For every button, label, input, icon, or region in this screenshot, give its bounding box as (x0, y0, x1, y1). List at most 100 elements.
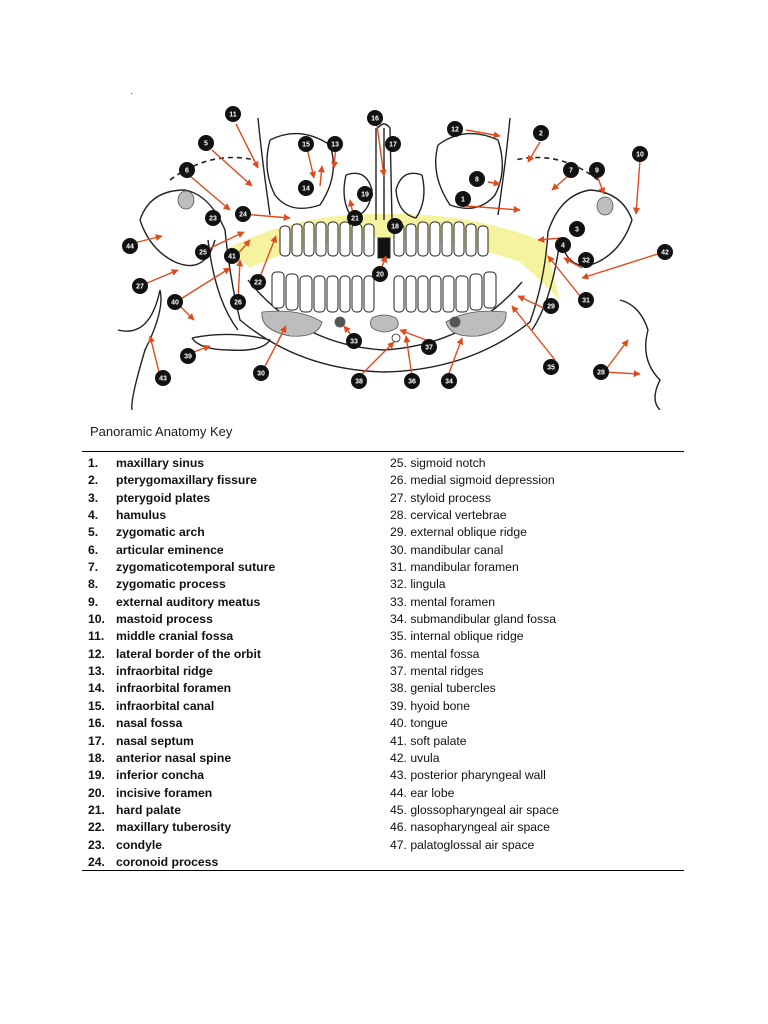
key-item: 24.coronoid process (88, 854, 275, 871)
key-item-label: hamulus (116, 508, 167, 523)
diagram-marker: 9 (589, 162, 605, 178)
diagram-marker-number: 27 (136, 284, 144, 291)
key-item-number: 23. (88, 837, 105, 852)
key-item-number: 15. (88, 698, 105, 713)
diagram-marker-number: 34 (445, 379, 453, 386)
key-item-label: glossopharyngeal air space (410, 802, 559, 817)
key-item-label: hard palate (116, 802, 182, 817)
key-item-number: 45. (390, 802, 407, 817)
diagram-marker-number: 17 (389, 142, 397, 149)
diagram-marker-circle (179, 162, 195, 178)
diagram-marker-circle (589, 162, 605, 178)
diagram-marker-circle (657, 244, 673, 260)
diagram-marker: 42 (657, 244, 673, 260)
key-item-label: internal oblique ridge (410, 629, 524, 644)
diagram-marker-circle (469, 171, 485, 187)
key-item-number: 16. (88, 716, 105, 731)
diagram-marker: 43 (155, 370, 171, 386)
diagram-marker-number: 33 (350, 339, 358, 346)
bone-outlines (117, 117, 661, 410)
key-item: 45. glossopharyngeal air space (390, 802, 559, 819)
diagram-marker: 12 (447, 121, 463, 137)
diagram-marker: 18 (387, 218, 403, 234)
key-item: 39. hyoid bone (390, 698, 559, 715)
key-item: 1.maxillary sinus (88, 455, 275, 472)
diagram-marker-number: 15 (302, 142, 310, 149)
key-item-number: 35. (390, 629, 407, 644)
diagram-marker-circle (180, 348, 196, 364)
diagram-marker: 30 (253, 365, 269, 381)
diagram-marker-number: 36 (408, 379, 416, 386)
key-item-label: lingula (410, 577, 446, 592)
key-item-number: 8. (88, 577, 99, 592)
key-top-rule (82, 451, 684, 452)
key-item-label: uvula (410, 750, 440, 765)
panoramic-radiograph-diagram: 1234567891011121314151617181920212223242… (117, 88, 673, 410)
diagram-marker-number: 4 (561, 243, 565, 250)
key-item-number: 18. (88, 750, 105, 765)
key-item-label: middle cranial fossa (116, 629, 234, 644)
key-item-number: 39. (390, 698, 407, 713)
diagram-marker-circle (387, 218, 403, 234)
diagram-marker-number: 25 (199, 250, 207, 257)
diagram-marker: 2 (533, 125, 549, 141)
diagram-marker-number: 12 (451, 127, 459, 134)
key-item: 4.hamulus (88, 507, 275, 524)
diagram-marker: 1 (455, 191, 471, 207)
key-item: 44. ear lobe (390, 785, 559, 802)
key-item: 2.pterygomaxillary fissure (88, 472, 275, 489)
key-item: 37. mental ridges (390, 663, 559, 680)
diagram-marker-number: 32 (582, 258, 590, 265)
diagram-marker: 6 (179, 162, 195, 178)
diagram-marker: 34 (441, 373, 457, 389)
key-item: 29. external oblique ridge (390, 524, 559, 541)
diagram-marker: 44 (122, 238, 138, 254)
key-item-label: tongue (410, 716, 448, 731)
key-item: 32. lingula (390, 576, 559, 593)
diagram-marker-number: 41 (228, 254, 236, 261)
diagram-marker-number: 11 (229, 112, 237, 119)
key-item-number: 44. (390, 785, 407, 800)
diagram-marker-circle (347, 210, 363, 226)
key-title: Panoramic Anatomy Key (90, 424, 233, 439)
key-item: 30. mandibular canal (390, 542, 559, 559)
key-item: 47. palatoglossal air space (390, 837, 559, 854)
diagram-marker: 28 (593, 364, 609, 380)
diagram-marker-number: 5 (204, 141, 208, 148)
key-item-label: articular eminence (116, 542, 224, 557)
diagram-marker-circle (372, 266, 388, 282)
diagram-marker: 4 (555, 237, 571, 253)
diagram-marker-number: 19 (361, 192, 369, 199)
key-item: 23.condyle (88, 837, 275, 854)
key-item-label: coronoid process (116, 854, 219, 869)
diagram-marker: 23 (205, 210, 221, 226)
diagram-marker: 16 (367, 110, 383, 126)
diagram-marker: 5 (198, 135, 214, 151)
key-item: 19.inferior concha (88, 767, 275, 784)
key-item: 21.hard palate (88, 802, 275, 819)
key-item-number: 29. (390, 525, 407, 540)
key-item-label: external oblique ridge (410, 525, 527, 540)
key-item-label: mastoid process (116, 612, 213, 627)
key-item: 11.middle cranial fossa (88, 628, 275, 645)
diagram-marker-circle (298, 136, 314, 152)
key-item: 22.maxillary tuberosity (88, 819, 275, 836)
key-item: 42. uvula (390, 750, 559, 767)
diagram-marker-circle (441, 373, 457, 389)
diagram-marker-circle (230, 294, 246, 310)
diagram-marker-circle (555, 237, 571, 253)
key-item: 34. submandibular gland fossa (390, 611, 559, 628)
key-item-number: 25. (390, 456, 407, 470)
key-item-label: anterior nasal spine (116, 750, 232, 765)
diagram-marker: 7 (563, 162, 579, 178)
key-item: 26. medial sigmoid depression (390, 472, 559, 489)
diagram-marker-circle (205, 210, 221, 226)
key-item-label: zygomatic process (116, 577, 226, 592)
key-item: 27. styloid process (390, 490, 559, 507)
diagram-marker-circle (351, 373, 367, 389)
diagram-marker-circle (253, 365, 269, 381)
diagram-marker-number: 2 (539, 131, 543, 138)
key-item-number: 17. (88, 733, 105, 748)
diagram-marker-number: 42 (661, 250, 669, 257)
key-item: 43. posterior pharyngeal wall (390, 767, 559, 784)
